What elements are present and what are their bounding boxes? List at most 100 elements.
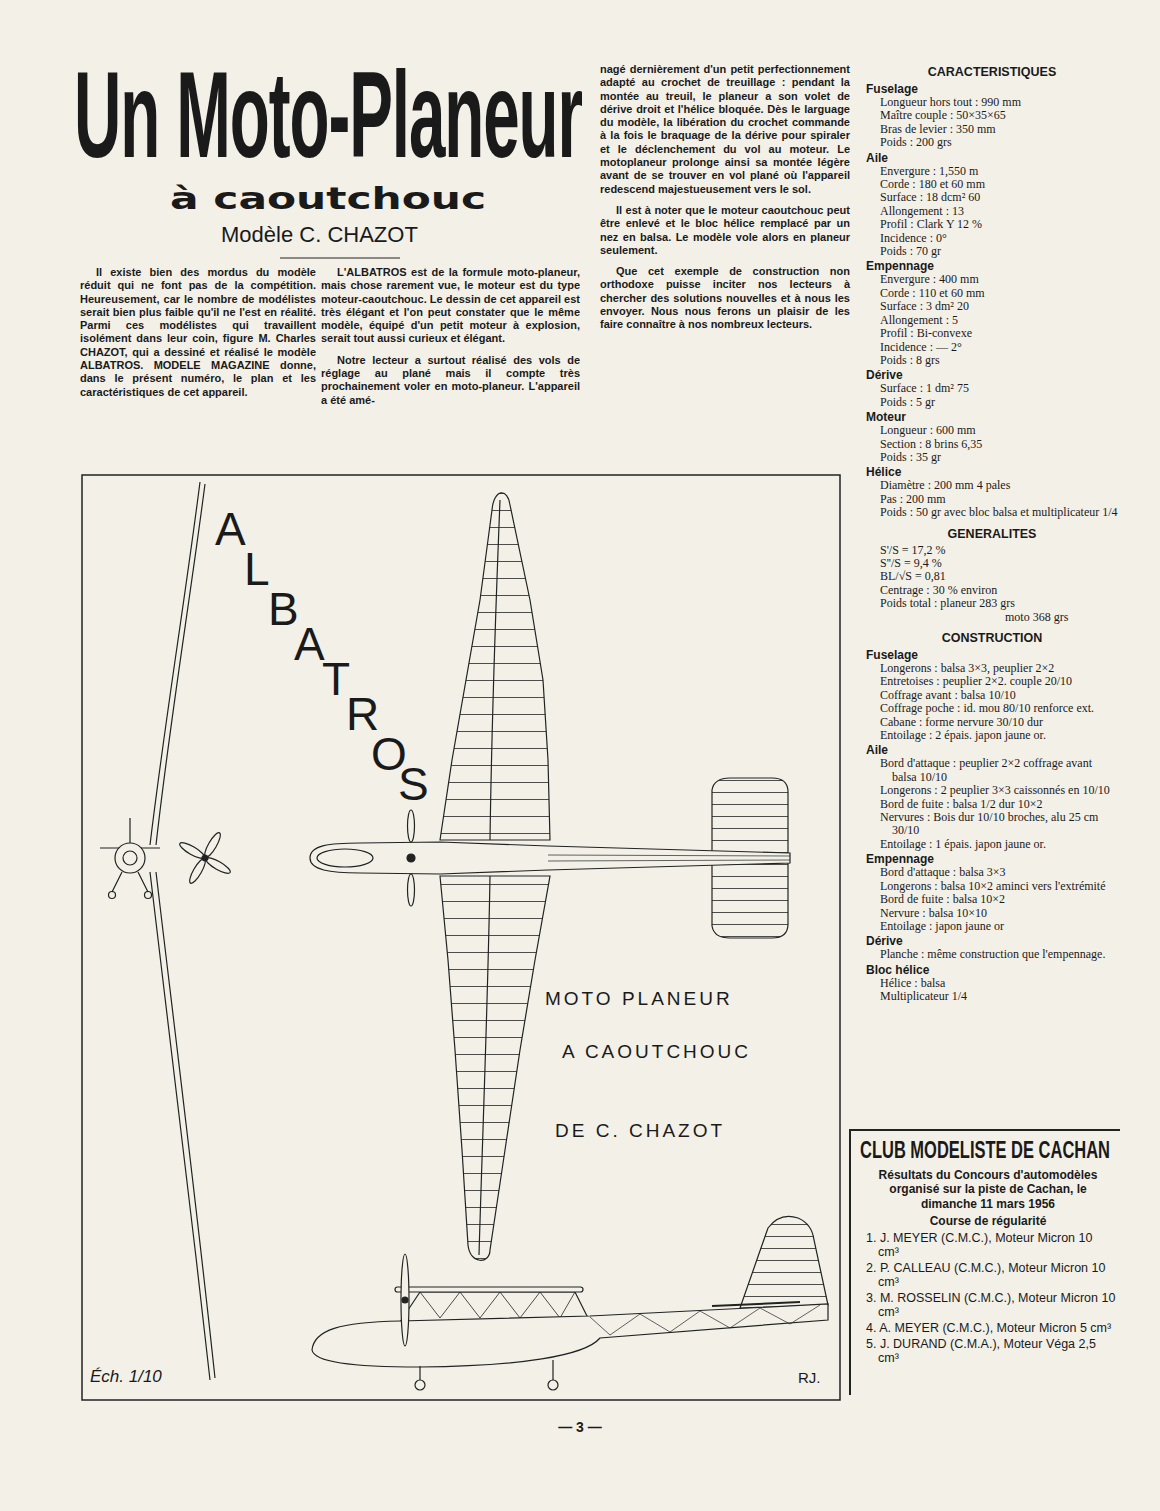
wheel [109, 892, 116, 899]
spec-item: Nervures : Bois dur 10/10 broches, alu 2… [866, 811, 1118, 838]
spec-item: Entoilage : 1 épais. japon jaune or. [866, 838, 1118, 851]
article-paragraph: L'ALBATROS est de la formule moto-planeu… [321, 266, 580, 346]
tailplane-side [712, 1302, 800, 1306]
spec-item: Cabane : forme nervure 30/10 dur [866, 716, 1118, 729]
title-rule [280, 257, 400, 258]
spec-item: Envergure : 400 mm [866, 273, 1118, 286]
spec-item: Entretoises : peuplier 2×2. couple 20/10 [866, 675, 1118, 688]
subtitle: à caoutchouc [170, 184, 486, 214]
section-heading: CONSTRUCTION [866, 631, 1118, 645]
text-column: CARACTERISTIQUESFuselageLongueur hors to… [866, 58, 1118, 1004]
subsection-heading: Bloc hélice [866, 963, 1118, 977]
text-column: Il existe bien des mordus du modèle rédu… [80, 266, 316, 407]
subsection-heading: Aile [866, 151, 1118, 165]
fin [740, 1216, 828, 1308]
spec-item: Planche : même construction que l'empenn… [866, 948, 1118, 961]
spec-item: Coffrage avant : balsa 10/10 [866, 689, 1118, 702]
spec-item: Longueur hors tout : 990 mm [866, 96, 1118, 109]
result-item: 5. J. DURAND (C.M.A.), Moteur Véga 2,5 c… [860, 1337, 1116, 1365]
spec-item: Bord d'attaque : balsa 3×3 [866, 866, 1118, 879]
spec-item: Surface : 18 dcm² 60 [866, 191, 1118, 204]
spec-item: Diamètre : 200 mm 4 pales [866, 479, 1118, 492]
spec-item: Longueur : 600 mm [866, 424, 1118, 437]
side-view [312, 1216, 828, 1390]
propeller [401, 1254, 409, 1346]
text-column: nagé dernièrement d'un petit perfectionn… [600, 63, 850, 340]
spec-item: Surface : 1 dm² 75 [866, 382, 1118, 395]
propeller [408, 874, 415, 906]
spec-item: Incidence : — 2° [866, 341, 1118, 354]
fuselage-side [312, 1304, 828, 1367]
spec-item: Pas : 200 mm [866, 493, 1118, 506]
spec-item: Profil : Bi-convexe [866, 327, 1118, 340]
section-heading: GENERALITES [866, 527, 1118, 541]
spec-item: Surface : 3 dm² 20 [866, 300, 1118, 313]
propeller [178, 831, 232, 885]
spec-item: Poids : 200 grs [866, 136, 1118, 149]
byline: Modèle C. CHAZOT [221, 224, 418, 246]
article-paragraph: nagé dernièrement d'un petit perfectionn… [600, 63, 850, 196]
result-item: 2. P. CALLEAU (C.M.C.), Moteur Micron 10… [860, 1261, 1116, 1289]
wing-line [156, 484, 205, 845]
wing-line [150, 872, 210, 1380]
propeller-hub [402, 1297, 408, 1303]
spec-item: BL/√S = 0,81 [866, 570, 1118, 583]
plan-caption: MOTO PLANEUR [545, 989, 733, 1008]
subsection-heading: Dérive [866, 934, 1118, 948]
spec-item: Coffrage poche : id. mou 80/10 renforce … [866, 702, 1118, 715]
club-heading: CLUB MODELISTE DE CACHAN [860, 1137, 1110, 1165]
wheel [415, 1380, 425, 1390]
spec-item: Corde : 180 et 60 mm [866, 178, 1118, 191]
plan-frame [82, 475, 840, 1400]
subsection-heading: Fuselage [866, 648, 1118, 662]
spec-item: Poids : 50 gr avec bloc balsa et multipl… [866, 506, 1118, 519]
spec-item: Longerons : balsa 10×2 aminci vers l'ext… [866, 880, 1118, 893]
spec-item: Bras de levier : 350 mm [866, 123, 1118, 136]
fuselage-longeron [548, 855, 790, 861]
article-paragraph: Que cet exemple de construction non orth… [600, 265, 850, 331]
spec-item: Section : 8 brins 6,35 [866, 438, 1118, 451]
spec-item: Hélice : balsa [866, 977, 1118, 990]
page-number: — 3 — [530, 1420, 630, 1434]
article-paragraph: Il existe bien des mordus du modèle rédu… [80, 266, 316, 399]
subsection-heading: Aile [866, 743, 1118, 757]
club-box-border [850, 1130, 1120, 1395]
club-subheading: Course de régularité [860, 1214, 1116, 1229]
front-view [100, 482, 232, 1380]
text-column: CLUB MODELISTE DE CACHAN Résultats du Con… [860, 1137, 1116, 1365]
subsection-heading: Dérive [866, 368, 1118, 382]
spec-item: moto 368 grs [866, 611, 1118, 624]
wing-lower [440, 876, 550, 1260]
wing-side [395, 1287, 583, 1292]
spec-item: Poids : 5 gr [866, 396, 1118, 409]
spec-item: S'/S = 17,2 % [866, 544, 1118, 557]
wing-upper [440, 493, 550, 840]
spec-item: Nervure : balsa 10×10 [866, 907, 1118, 920]
result-item: 1. J. MEYER (C.M.C.), Moteur Micron 10 c… [860, 1231, 1116, 1259]
propeller-hub [407, 854, 415, 862]
propeller [408, 810, 415, 842]
landing-gear [112, 872, 148, 892]
cabane-truss [420, 1292, 575, 1318]
text-column: L'ALBATROS est de la formule moto-planeu… [321, 266, 580, 415]
subsection-heading: Hélice [866, 465, 1118, 479]
spec-item: Poids total : planeur 283 grs [866, 597, 1118, 610]
fuselage-section [115, 843, 145, 873]
subsection-heading: Fuselage [866, 82, 1118, 96]
spec-item: Poids : 70 gr [866, 245, 1118, 258]
spec-item: Incidence : 0° [866, 232, 1118, 245]
result-item: 4. A. MEYER (C.M.C.), Moteur Micron 5 cm… [860, 1321, 1116, 1335]
fin-line [129, 818, 130, 843]
scale-note: Éch. 1/10 [90, 1368, 162, 1385]
spec-item: Poids : 35 gr [866, 451, 1118, 464]
landing-gear [420, 1360, 553, 1380]
club-subheading: Résultats du Concours d'automodèles orga… [860, 1168, 1116, 1212]
spec-item: Longerons : 2 peuplier 3×3 caissonnés en… [866, 784, 1118, 797]
spec-item: Profil : Clark Y 12 % [866, 218, 1118, 231]
subsection-heading: Moteur [866, 410, 1118, 424]
spec-item: Poids : 8 grs [866, 354, 1118, 367]
spec-item: Allongement : 13 [866, 205, 1118, 218]
spec-item: Centrage : 30 % environ [866, 584, 1118, 597]
